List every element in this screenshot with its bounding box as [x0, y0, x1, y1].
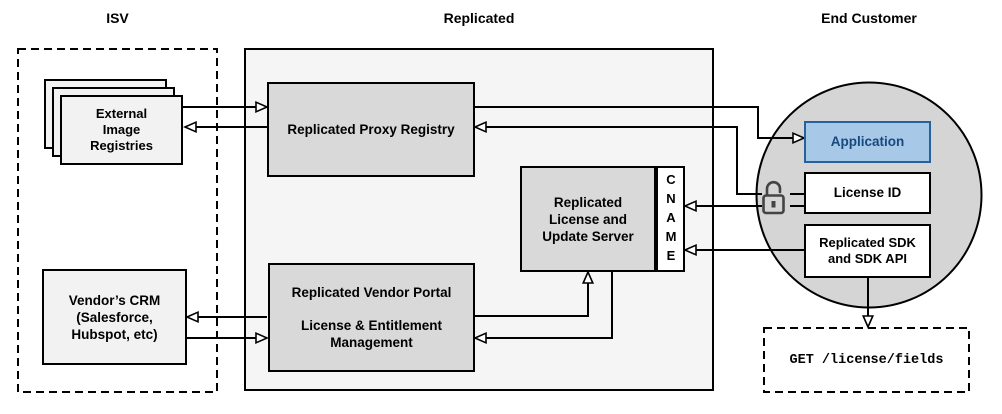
- arrow-registries-to-proxy: [183, 100, 270, 114]
- node-label: Application: [830, 134, 905, 149]
- arrowhead: [182, 120, 197, 134]
- arrowhead: [682, 243, 697, 257]
- get-endpoint-dashed-box: [763, 327, 970, 393]
- node-label-line: Replicated Vendor Portal: [291, 285, 452, 300]
- arrow-license-id-to-proxy: [472, 120, 804, 195]
- arrowhead: [472, 331, 487, 345]
- node-label-line: External: [95, 106, 148, 121]
- arrow-portal-to-crm: [184, 310, 267, 324]
- arrowhead: [861, 315, 875, 330]
- node-label-line: (Salesforce,: [76, 309, 153, 325]
- cname-band: CNAME: [656, 166, 685, 272]
- get-endpoint-label: GET /license/fields: [789, 352, 944, 368]
- node-label: License ID: [833, 185, 902, 200]
- license-id-node: License ID: [804, 172, 931, 214]
- node-label-line: License & Entitlement: [300, 318, 443, 333]
- arrow-proxy-to-registries: [182, 120, 267, 134]
- arrow-portal-to-license-server: [475, 269, 595, 317]
- arrow-crm-to-portal: [187, 331, 270, 345]
- node-label-line: Vendor’s CRM: [68, 292, 161, 308]
- arrow-sdk-to-get-endpoint: [861, 278, 875, 330]
- node-label-line: Replicated: [553, 194, 623, 210]
- section-label-replicated: Replicated: [443, 10, 515, 26]
- arrowhead: [581, 269, 595, 284]
- replicated-sdk-node: Replicated SDK and SDK API: [804, 224, 931, 278]
- isv-dashed-container: [17, 48, 218, 393]
- node-label-line: Registries: [90, 138, 153, 153]
- node-label-line: Update Server: [542, 228, 634, 244]
- arrowhead: [255, 331, 270, 345]
- arrowhead: [682, 199, 697, 213]
- arrowhead: [472, 120, 487, 134]
- external-image-registries-node: External Image Registries: [60, 95, 183, 165]
- arrow-license-server-to-portal: [472, 272, 613, 345]
- arrow-sdk-to-cname: [682, 243, 804, 257]
- proxy-registry-node: Replicated Proxy Registry: [267, 82, 475, 177]
- cname-label: CNAME: [663, 171, 679, 267]
- node-label-line: Hubspot, etc): [71, 326, 158, 342]
- application-node: Application: [804, 121, 931, 163]
- arrowhead: [792, 131, 807, 145]
- arrowhead: [184, 310, 199, 324]
- open-padlock-icon: [762, 180, 785, 215]
- license-update-server-node: Replicated License and Update Server: [520, 166, 656, 272]
- vendor-portal-node: Replicated Vendor Portal License & Entit…: [268, 263, 475, 372]
- arrow-proxy-to-application: [475, 106, 807, 145]
- section-label-isv: ISV: [106, 10, 129, 26]
- node-label-line: and SDK API: [828, 251, 907, 266]
- node-label-line: Replicated SDK: [819, 235, 916, 250]
- section-label-end-customer: End Customer: [821, 10, 917, 26]
- node-label: Replicated Proxy Registry: [287, 121, 455, 137]
- arrow-license-id-to-cname: [682, 199, 804, 213]
- node-label-line: Image: [102, 122, 141, 137]
- vendors-crm-node: Vendor’s CRM (Salesforce, Hubspot, etc): [42, 269, 187, 365]
- node-label-line: Management: [330, 335, 413, 350]
- node-label-line: License and: [548, 211, 628, 227]
- arrowhead: [255, 100, 270, 114]
